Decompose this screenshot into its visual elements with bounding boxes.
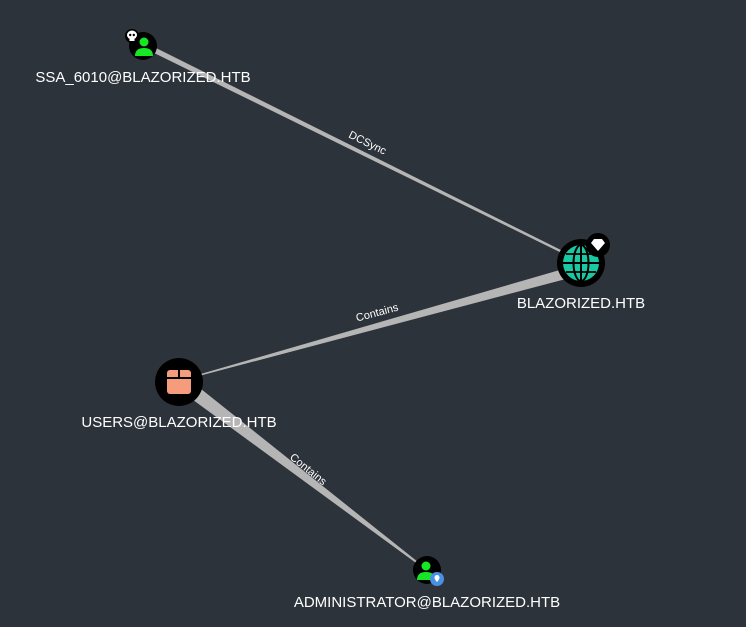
node-users-group[interactable]: USERS@BLAZORIZED.HTB [81, 358, 277, 431]
box-icon [167, 370, 191, 394]
skull-icon [125, 29, 139, 43]
node-domain-label: BLAZORIZED.HTB [517, 295, 645, 312]
node-domain[interactable]: BLAZORIZED.HTB [517, 233, 645, 312]
edge-contains-users-admin[interactable]: Contains [174, 377, 428, 571]
node-administrator[interactable]: ADMINISTRATOR@BLAZORIZED.HTB [294, 556, 560, 611]
node-users-group-label: USERS@BLAZORIZED.HTB [81, 414, 276, 431]
edge-dcsync-label: DCSync [347, 129, 389, 158]
user-icon [135, 37, 153, 56]
node-administrator-label: ADMINISTRATOR@BLAZORIZED.HTB [294, 594, 560, 611]
diamond-icon [586, 233, 610, 257]
edge-contains-users-admin-line[interactable] [174, 377, 428, 571]
node-ssa-6010-label: SSA_6010@BLAZORIZED.HTB [35, 69, 250, 86]
shield-pin-icon [430, 572, 444, 586]
edge-contains-domain-users[interactable]: Contains [180, 265, 581, 381]
globe-icon [563, 244, 599, 282]
edge-contains-domain-users-line[interactable] [180, 265, 581, 381]
node-ssa-6010[interactable]: SSA_6010@BLAZORIZED.HTB [35, 29, 251, 86]
edge-dcsync-line[interactable] [142, 41, 583, 263]
